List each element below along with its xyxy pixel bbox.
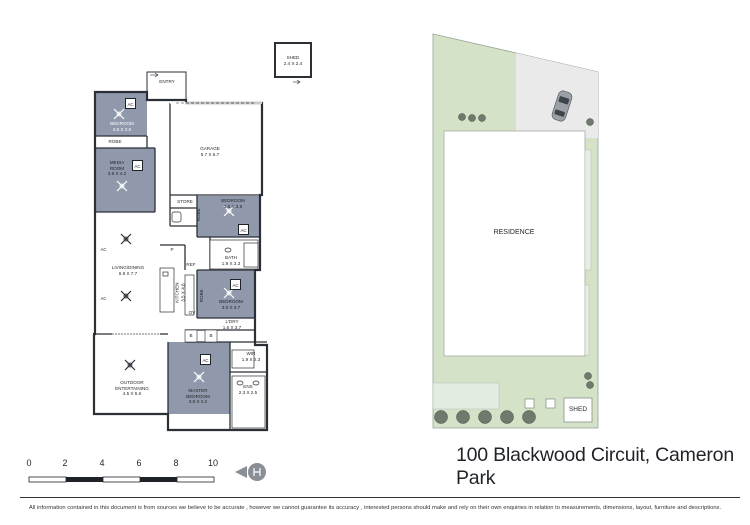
property-address: 100 Blackwood Circuit, Cameron Park — [456, 444, 734, 489]
residence-label: RESIDENCE — [493, 229, 535, 236]
shed-outline — [274, 42, 312, 78]
north-arrow-icon — [235, 463, 266, 481]
scale-tick-label: 6 — [136, 458, 142, 468]
room-label: B — [189, 333, 193, 338]
ac-unit-badge: AC — [238, 224, 249, 235]
room-label: P — [170, 247, 174, 252]
car-icon — [551, 90, 573, 122]
ac-unit-badge: AC — [132, 160, 143, 171]
room-label: ENTRY — [159, 79, 175, 84]
scale-tick-label: 0 — [26, 458, 32, 468]
site-shed-label: SHED — [568, 406, 588, 413]
scale-tick-label: 10 — [207, 458, 218, 468]
residence-outline — [443, 130, 586, 357]
bedroom-mid-fill — [197, 196, 260, 237]
ceiling-fan-icon — [120, 290, 132, 302]
room-label: OV — [188, 310, 196, 315]
scale-tick-label: 4 — [99, 458, 105, 468]
ceiling-fan-icon — [124, 359, 136, 371]
ceiling-fan-icon — [113, 108, 125, 120]
disclaimer-text: All information contained in this docume… — [28, 505, 722, 511]
scale-tick-label: 8 — [173, 458, 179, 468]
site-shed-outline — [563, 397, 593, 423]
ac-unit-badge: AC — [100, 247, 107, 252]
ceiling-fan-icon — [193, 371, 205, 383]
room-label: STORE — [177, 199, 193, 204]
scale-tick-label: 2 — [62, 458, 68, 468]
ac-unit-badge: AC — [100, 296, 107, 301]
room-label: B — [209, 333, 213, 338]
driveway — [516, 53, 598, 138]
ceiling-fan-icon — [116, 180, 128, 192]
ac-unit-badge: AC — [230, 279, 241, 290]
media-room-fill — [95, 148, 155, 212]
scale-bar — [28, 476, 215, 483]
footer-divider — [20, 497, 740, 498]
master-bedroom-fill — [168, 342, 230, 414]
room-label: REF — [186, 262, 196, 267]
ceiling-fan-icon — [223, 287, 235, 299]
ceiling-fan-icon — [223, 205, 235, 217]
bedroom-low-fill — [197, 270, 254, 318]
ceiling-fan-icon — [120, 233, 132, 245]
room-label: ROBE — [108, 139, 122, 144]
ac-unit-badge: AC — [125, 98, 136, 109]
ac-unit-badge: AC — [200, 354, 211, 365]
